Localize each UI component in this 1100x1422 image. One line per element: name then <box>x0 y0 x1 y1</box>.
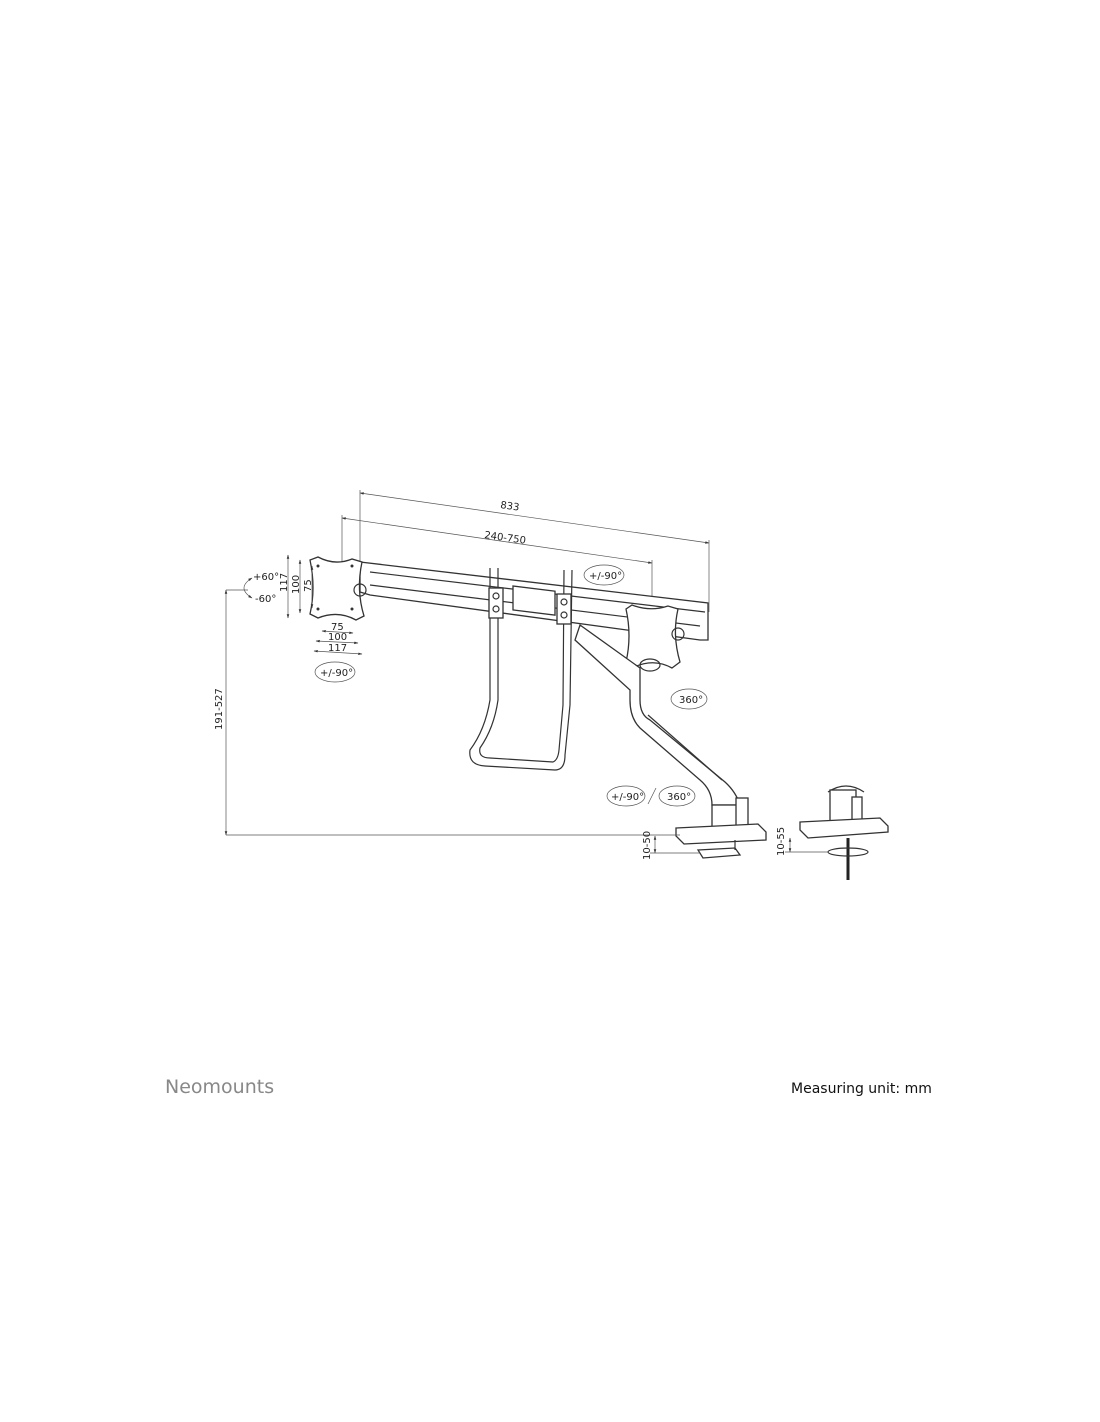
rotation-badge-left: +/-90° <box>314 661 356 683</box>
rotation-label: +/-90° <box>589 571 622 582</box>
dimension-height: 191-527 <box>214 589 680 836</box>
vesa-horizontal-dimensions: 75 100 117 <box>313 622 363 656</box>
carry-handle <box>469 568 573 771</box>
rotation-label: +/-90° <box>320 668 353 679</box>
dimension-label: 10-50 <box>642 831 653 860</box>
tilt-indicator: +60° -60° <box>243 572 279 605</box>
dimension-label: 75 <box>303 579 314 592</box>
dimension-label: 191-527 <box>214 688 225 730</box>
rotation-badge-arm: 360° <box>670 688 708 710</box>
brand-logo: Neomounts <box>165 1076 275 1098</box>
left-vesa-plate <box>309 556 367 621</box>
measuring-unit-label: Measuring unit: mm <box>791 1081 932 1097</box>
rotation-badge-rail: +/-90° <box>583 564 625 586</box>
rotation-label: 360° <box>679 695 703 706</box>
dimension-label: 100 <box>291 575 302 594</box>
grommet-mount: 10-55 <box>776 785 889 880</box>
rotation-badge-base: +/-90° 360° <box>606 785 696 807</box>
rotation-label: -60° <box>255 594 276 605</box>
rotation-label: +/-90° <box>611 792 644 803</box>
dimension-label: 117 <box>279 573 290 592</box>
dimension-label: 10-55 <box>776 827 787 856</box>
dimension-clamp: 10-50 <box>642 831 700 860</box>
right-vesa-plate <box>625 604 685 672</box>
dimension-label: 117 <box>328 643 347 654</box>
vesa-vertical-dimensions: 117 100 75 <box>279 554 314 619</box>
rotation-label: +60° <box>253 572 279 583</box>
dimension-label: 240-750 <box>484 530 527 547</box>
rotation-label: 360° <box>667 792 691 803</box>
gas-spring-arm <box>574 623 767 859</box>
dimension-label: 833 <box>500 500 520 514</box>
dimension-label: 100 <box>328 632 347 643</box>
dimension-label: 75 <box>331 622 344 633</box>
